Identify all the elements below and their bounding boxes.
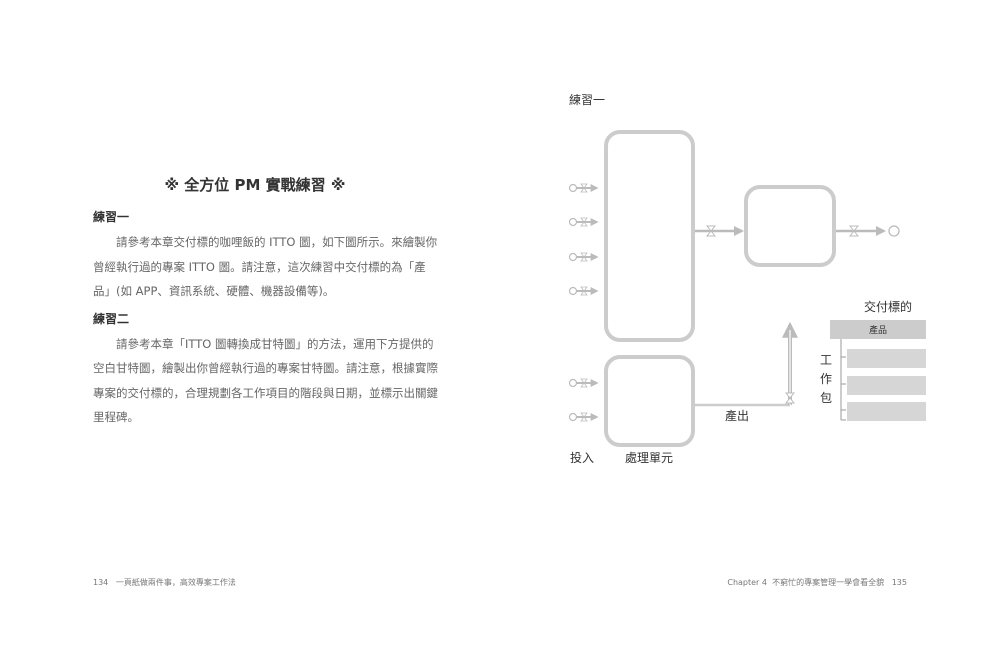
input-arrows: [570, 184, 598, 421]
product-label: 產品: [869, 324, 887, 336]
product-box: [830, 320, 926, 339]
work-package-box: [847, 402, 926, 421]
process-box-right: [744, 185, 836, 267]
work-package-bracket: [840, 339, 846, 421]
deliverable-label: 交付標的: [864, 299, 912, 314]
exercise1-heading: 練習一: [93, 210, 130, 224]
exercise2-body: 請參考本章「ITTO 圖轉換成甘特圖」的方法，運用下方提供的空白甘特圖，繪製出你…: [93, 336, 438, 425]
page-number: 135: [891, 578, 907, 587]
diagram-title: 練習一: [569, 93, 605, 107]
page-title: ※ 全方位 PM 實戰練習 ※: [164, 176, 346, 194]
input-label: 投入: [570, 450, 594, 465]
process-box-lower: [604, 355, 695, 447]
footer-left: 134 一頁紙做兩件事，高效專案工作法: [93, 577, 236, 588]
work-package-label-3: 包: [820, 391, 832, 405]
exercise2-heading: 練習二: [93, 311, 130, 326]
work-package-box: [847, 349, 926, 368]
process-box-main: [604, 130, 695, 342]
chapter-number: Chapter 4: [727, 578, 767, 587]
output-label: 產出: [725, 408, 749, 423]
work-package-label-1: 工: [820, 353, 832, 367]
book-title: 一頁紙做兩件事，高效專案工作法: [115, 578, 236, 587]
process-label: 處理單元: [625, 451, 673, 465]
chapter-title: 不窮忙的專案管理一學會看全貌: [772, 578, 885, 587]
footer-right: Chapter 4 不窮忙的專案管理一學會看全貌 135: [727, 577, 907, 588]
page-number: 134: [93, 578, 109, 587]
exercises: 練習一 請參考本章交付標的咖哩飯的 ITTO 圖，如下圖所示。來繪製你曾經執行過…: [93, 208, 438, 436]
exercise1-body: 請參考本章交付標的咖哩飯的 ITTO 圖，如下圖所示。來繪製你曾經執行過的專案 …: [93, 235, 438, 298]
work-package-box: [847, 376, 926, 395]
work-package-label-2: 作: [820, 372, 832, 386]
output-circle: [888, 225, 900, 237]
